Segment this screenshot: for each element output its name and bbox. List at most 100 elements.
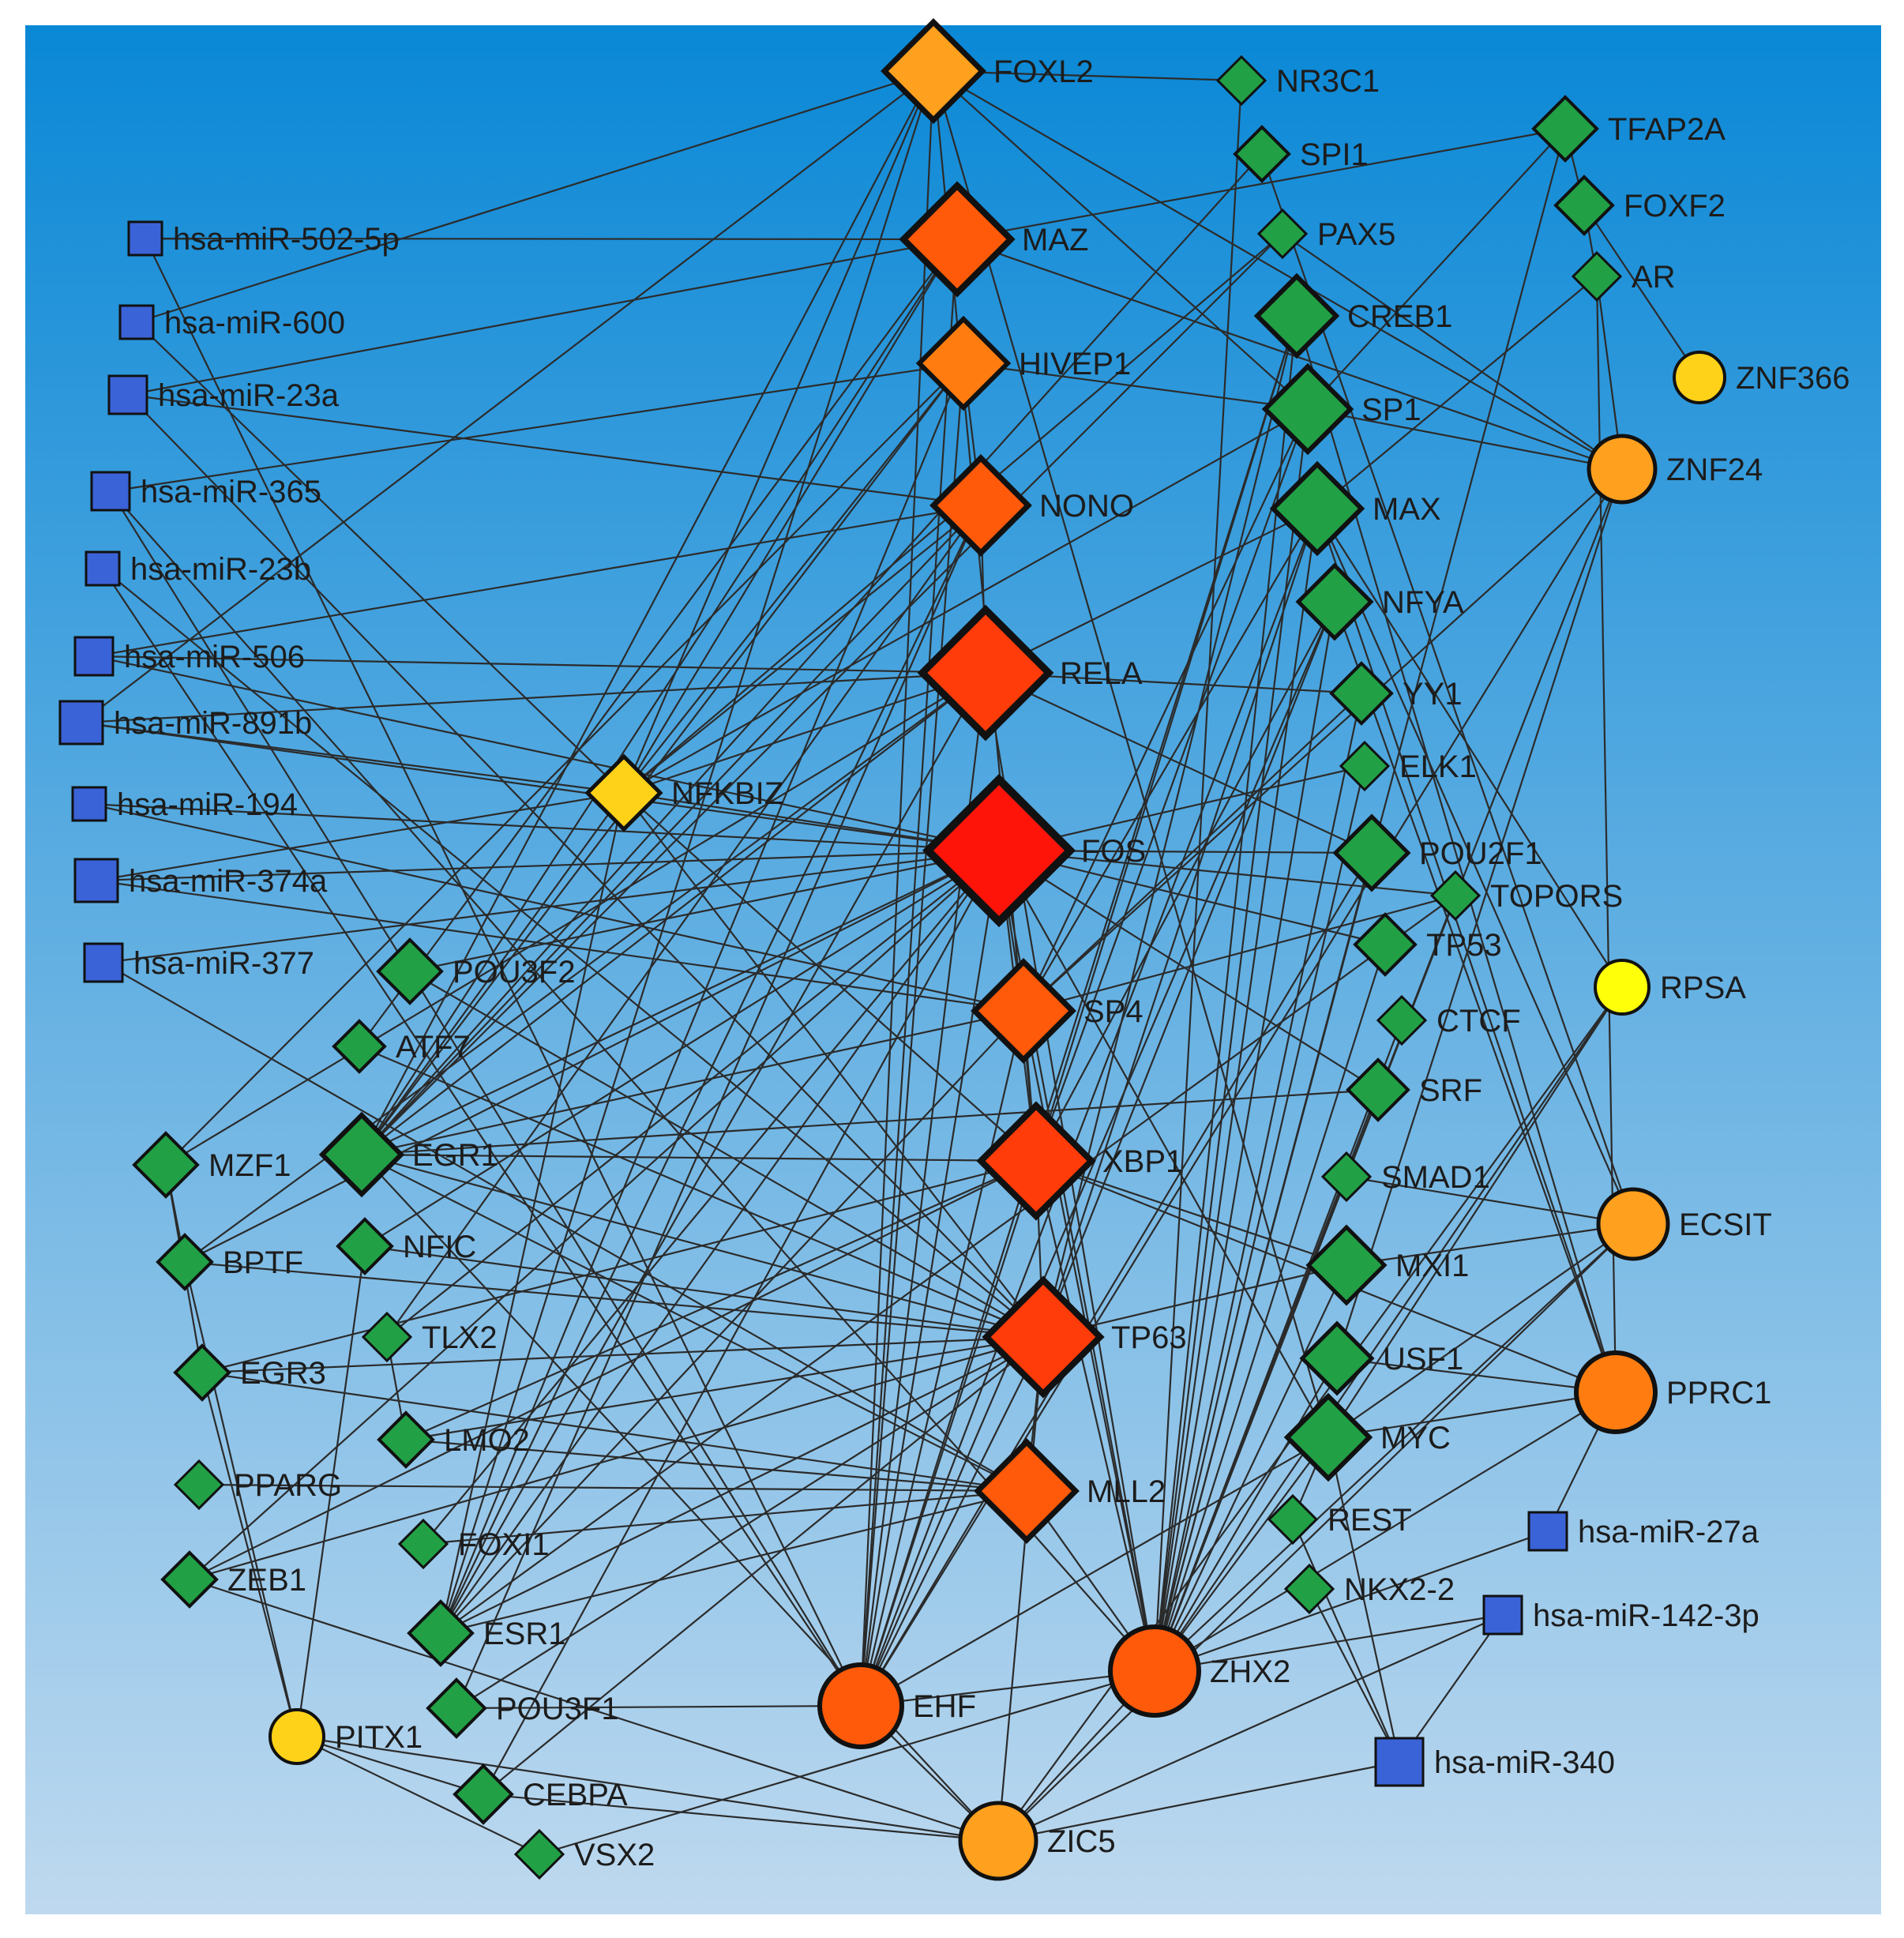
node-label-hsa-mir-377: hsa-miR-377	[133, 946, 314, 981]
edge-zhx2-hsa-mir-142-3p	[1154, 1613, 1504, 1673]
edge-rpsa-max	[1316, 508, 1623, 988]
node-hsa-mir-502-5p[interactable]	[127, 220, 163, 257]
node-pou3f2[interactable]	[376, 937, 444, 1005]
node-nfkbiz[interactable]	[584, 753, 663, 832]
edge-nr3c1-zhx2	[1153, 80, 1243, 1672]
edge-tp63-zeb1	[189, 1335, 1044, 1581]
node-label-zhx2: ZHX2	[1210, 1654, 1290, 1689]
node-pax5[interactable]	[1256, 208, 1309, 260]
node-znf366[interactable]	[1673, 351, 1726, 404]
node-xbp1[interactable]	[976, 1101, 1096, 1221]
edge-nono-pou3f1	[455, 505, 982, 1709]
node-pitx1[interactable]	[269, 1708, 325, 1765]
node-ecsit[interactable]	[1596, 1187, 1670, 1261]
node-max[interactable]	[1269, 460, 1365, 557]
node-tp63[interactable]	[982, 1275, 1105, 1399]
node-atf7[interactable]	[332, 1019, 387, 1074]
node-sp1[interactable]	[1261, 362, 1354, 456]
node-tlx2[interactable]	[361, 1311, 413, 1363]
node-spi1[interactable]	[1233, 125, 1291, 183]
node-hsa-mir-374a[interactable]	[73, 858, 119, 903]
node-label-hsa-mir-600: hsa-miR-600	[164, 306, 345, 340]
node-ctcf[interactable]	[1376, 994, 1428, 1046]
node-egr1[interactable]	[318, 1111, 405, 1198]
node-zhx2[interactable]	[1108, 1624, 1201, 1718]
node-pou2f1[interactable]	[1332, 813, 1411, 892]
node-pou3f1[interactable]	[426, 1677, 487, 1739]
node-mzf1[interactable]	[132, 1131, 200, 1199]
node-foxf2[interactable]	[1553, 175, 1615, 236]
edge-pax5-znf24	[1282, 233, 1623, 470]
node-znf24[interactable]	[1587, 434, 1658, 505]
node-rpsa[interactable]	[1594, 959, 1651, 1016]
node-nono[interactable]	[929, 454, 1032, 557]
node-vsx2[interactable]	[513, 1828, 565, 1880]
node-hsa-mir-600[interactable]	[118, 304, 155, 340]
node-smad1[interactable]	[1320, 1151, 1373, 1203]
node-srf[interactable]	[1346, 1057, 1410, 1122]
node-zic5[interactable]	[958, 1801, 1038, 1881]
node-foxi1[interactable]	[397, 1518, 449, 1570]
edge-max-pprc1	[1316, 508, 1617, 1393]
node-nfya[interactable]	[1295, 562, 1374, 641]
node-mxi1[interactable]	[1305, 1224, 1388, 1306]
edge-hivep1-mzf1	[165, 362, 964, 1166]
node-nr3c1[interactable]	[1215, 54, 1267, 107]
node-mll2[interactable]	[974, 1438, 1080, 1544]
node-fos[interactable]	[922, 773, 1076, 928]
node-hsa-mir-340[interactable]	[1374, 1737, 1425, 1787]
node-hivep1[interactable]	[915, 315, 1012, 411]
node-cebpa[interactable]	[453, 1763, 514, 1825]
node-ehf[interactable]	[817, 1662, 904, 1749]
node-label-foxl2: FOXL2	[993, 54, 1094, 89]
node-topors[interactable]	[1429, 869, 1482, 922]
node-hsa-mir-377[interactable]	[83, 942, 124, 983]
node-foxl2[interactable]	[881, 18, 986, 124]
node-label-pax5: PAX5	[1317, 217, 1395, 252]
node-label-foxf2: FOXF2	[1624, 189, 1726, 223]
node-hsa-mir-194[interactable]	[71, 786, 107, 822]
node-yy1[interactable]	[1329, 661, 1394, 726]
node-label-tlx2: TLX2	[422, 1320, 498, 1355]
node-elk1[interactable]	[1339, 740, 1391, 792]
node-ar[interactable]	[1571, 250, 1623, 302]
edge-hivep1-sp1	[963, 362, 1309, 411]
node-usf1[interactable]	[1299, 1320, 1375, 1396]
edge-hsa-mir-377-mll2	[103, 962, 1027, 1492]
node-label-pparg: PPARG	[234, 1468, 342, 1503]
node-tp53[interactable]	[1353, 912, 1418, 977]
node-myc[interactable]	[1283, 1392, 1373, 1482]
node-label-mzf1: MZF1	[208, 1148, 291, 1183]
node-label-ar: AR	[1632, 260, 1676, 295]
edge-sp4-egr1	[361, 1009, 1024, 1156]
node-rest[interactable]	[1267, 1493, 1319, 1546]
node-rela[interactable]	[917, 604, 1054, 742]
edge-rela-esr1	[440, 672, 986, 1634]
edge-xbp1-zeb1	[189, 1160, 1037, 1580]
edge-ar-max	[1316, 276, 1598, 509]
node-nfic[interactable]	[336, 1217, 394, 1275]
node-tfap2a[interactable]	[1531, 95, 1599, 163]
node-hsa-mir-23b[interactable]	[84, 550, 121, 587]
node-zeb1[interactable]	[160, 1550, 219, 1609]
node-esr1[interactable]	[407, 1599, 475, 1667]
node-hsa-mir-142-3p[interactable]	[1482, 1594, 1523, 1636]
node-sp4[interactable]	[971, 958, 1076, 1064]
node-lmo2[interactable]	[377, 1410, 435, 1469]
node-egr3[interactable]	[173, 1343, 231, 1402]
node-hsa-mir-23a[interactable]	[107, 374, 148, 415]
node-pprc1[interactable]	[1574, 1350, 1658, 1434]
edge-max-tp63	[1042, 508, 1319, 1338]
node-creb1[interactable]	[1253, 272, 1340, 359]
node-pparg[interactable]	[173, 1459, 225, 1511]
node-label-sp1: SP1	[1361, 392, 1421, 427]
node-hsa-mir-891b[interactable]	[58, 700, 104, 746]
edge-nfkbiz-egr1	[361, 792, 625, 1155]
node-bptf[interactable]	[156, 1233, 214, 1291]
node-hsa-mir-506[interactable]	[73, 636, 115, 677]
edge-rela-hsa-mir-506	[93, 655, 986, 674]
node-maz[interactable]	[899, 181, 1016, 298]
node-hsa-mir-365[interactable]	[90, 471, 131, 512]
node-hsa-mir-27a[interactable]	[1527, 1511, 1568, 1552]
node-nkx2-2[interactable]	[1283, 1563, 1335, 1615]
